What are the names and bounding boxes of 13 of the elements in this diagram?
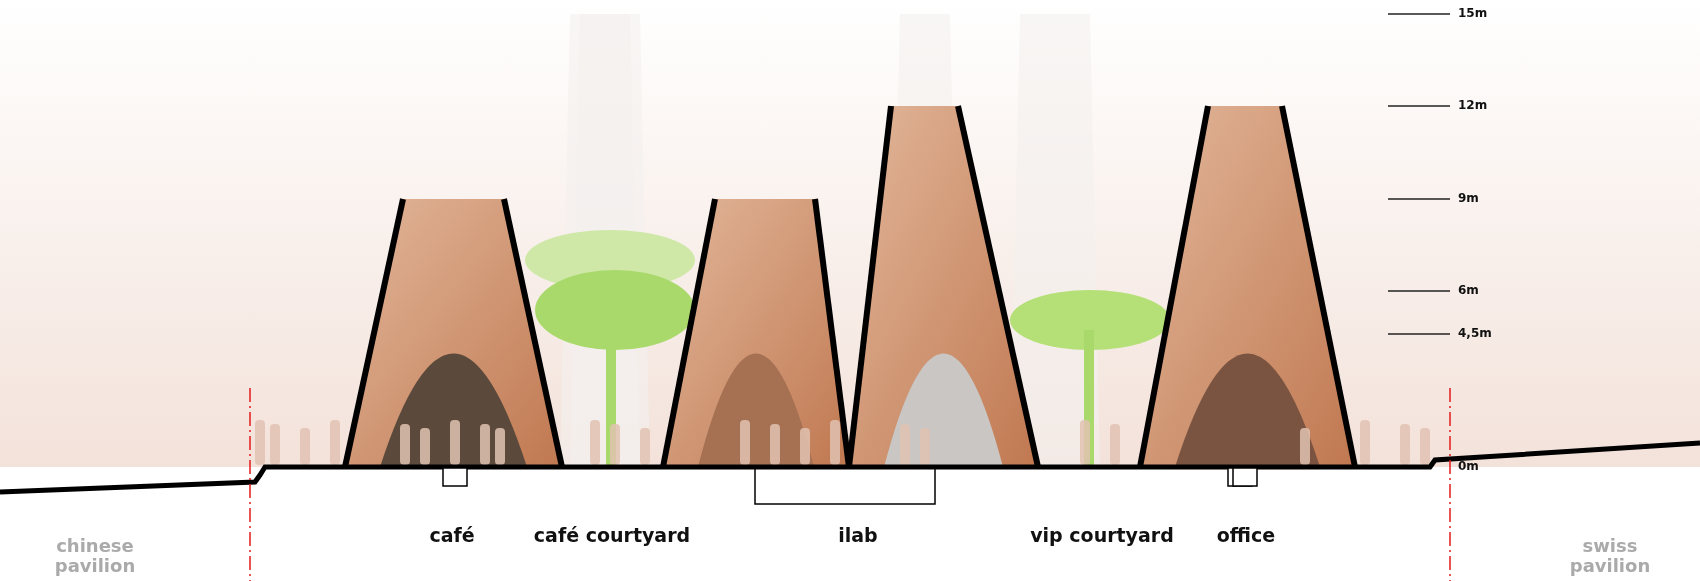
level-label: 12m (1458, 98, 1488, 112)
space-label: café (429, 524, 475, 546)
space-label: vip courtyard (1030, 524, 1174, 546)
neighbor-label: chinese pavilion (53, 536, 137, 576)
level-label: 4,5m (1458, 326, 1492, 340)
level-label: 15m (1458, 6, 1488, 20)
space-label: café courtyard (533, 524, 691, 546)
level-label: 0m (1458, 459, 1479, 473)
level-label: 6m (1458, 283, 1479, 297)
space-label: office (1216, 524, 1276, 546)
neighbor-label: swiss pavilion (1568, 536, 1652, 576)
space-label: ilab (838, 524, 878, 546)
level-label: 9m (1458, 191, 1479, 205)
